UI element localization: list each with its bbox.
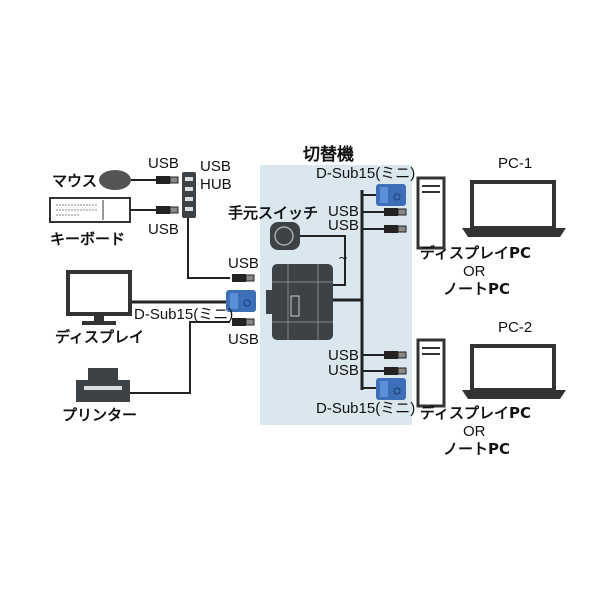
keyboard-icon xyxy=(49,197,131,223)
pc1-dsub-label: D-Sub15(ミニ) xyxy=(316,165,415,182)
pc1-usb2-label: USB xyxy=(328,217,359,234)
printer-label: プリンター xyxy=(62,406,137,424)
mouse-usb-label: USB xyxy=(148,155,179,172)
monitor-icon xyxy=(66,270,132,325)
cables xyxy=(130,179,384,394)
pc2-tower-icon xyxy=(416,338,446,408)
display-dsub-label: D-Sub15(ミニ) xyxy=(134,306,233,323)
switch-title: 切替機 xyxy=(303,144,354,165)
pc2-usb2-label: USB xyxy=(328,362,359,379)
pc1-line1: ディスプレイPC xyxy=(420,244,531,262)
pc2-label: PC-2 xyxy=(498,319,532,336)
pc2-line1: ディスプレイPC xyxy=(420,404,531,422)
display-label: ディスプレイ xyxy=(55,328,144,346)
pc2-laptop-icon xyxy=(462,344,566,399)
pc2-line3: ノートPC xyxy=(443,440,510,458)
pc1-tower-icon xyxy=(416,176,446,250)
remote-switch-label: 手元スイッチ xyxy=(228,204,318,222)
pc1-usb1-label: USB xyxy=(328,203,359,220)
usb-hub-icon xyxy=(182,172,196,218)
pc1-line2: OR xyxy=(463,263,486,280)
printer-usb-label: USB xyxy=(228,331,259,348)
kvm-switch-icon xyxy=(266,264,333,340)
mouse-label: マウス xyxy=(52,172,97,190)
pc1-laptop-icon xyxy=(462,180,566,237)
mouse-icon xyxy=(99,170,131,190)
cable-break-icon: ~ xyxy=(338,251,348,265)
pc2-usb1-label: USB xyxy=(328,347,359,364)
hub-label-hub: HUB xyxy=(200,176,232,193)
keyboard-label: キーボード xyxy=(50,230,125,248)
keyboard-usb-label: USB xyxy=(148,221,179,238)
hub-label-usb: USB xyxy=(200,158,231,175)
pc2-line2: OR xyxy=(463,423,486,440)
pc1-label: PC-1 xyxy=(498,155,532,172)
printer-icon xyxy=(76,368,130,402)
pc2-dsub-label: D-Sub15(ミニ) xyxy=(316,400,415,417)
pc1-line3: ノートPC xyxy=(443,280,510,298)
hub-usb-label: USB xyxy=(228,255,259,272)
remote-switch-icon[interactable] xyxy=(270,222,300,250)
